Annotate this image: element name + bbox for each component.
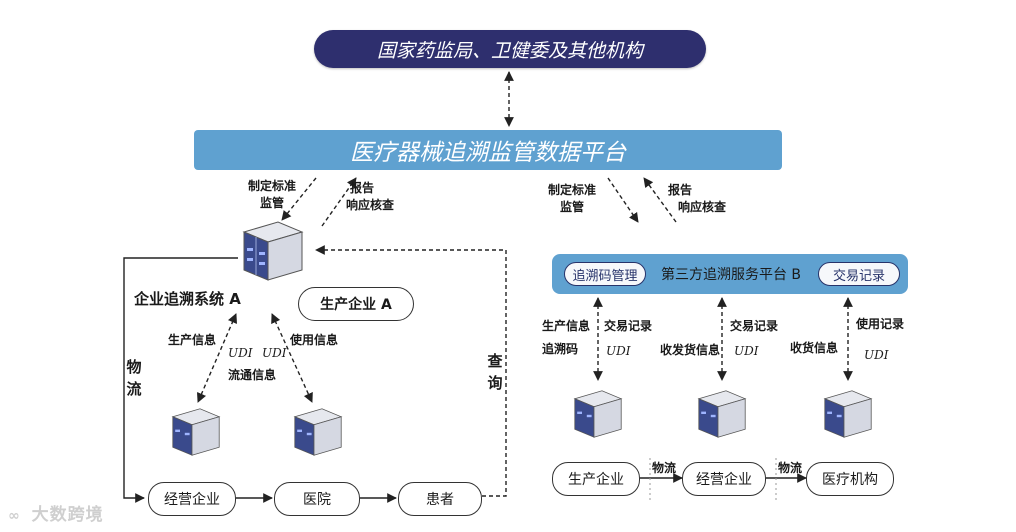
trace-code-management-tag: 追溯码管理 [564,262,646,286]
hospital-server-icon [290,404,346,464]
distributor-b-node: 经营企业 [682,462,766,496]
transaction-record-tag: 交易记录 [818,262,900,286]
authority-banner: 国家药监局、卫健委及其他机构 [314,30,706,68]
right-standard-arrow [607,177,639,223]
producer-node: 生产企业 [552,462,640,496]
logistics-vertical-label: 物流 [126,358,142,398]
watermark-logo: ∞ 大数跨境 [8,505,104,525]
left-standard-label: 制定标准 监管 [248,179,297,210]
circulation-info-label: 流通信息 [228,368,277,382]
distributor-node: 经营企业 [148,482,236,516]
hospital-node: 医院 [274,482,360,516]
left-report-label: 报告 响应核查 [346,181,395,212]
col1-udi: UDI [606,344,631,358]
producer-a-oval: 生产企业 A [298,287,414,321]
third-party-platform-title: 第三方追溯服务平台 B [660,267,802,283]
right-report-arrow [643,177,677,223]
medical-institution-server-icon [820,386,876,446]
distributor-server-icon [168,404,224,464]
logistics-path [123,257,238,503]
col2-udi: UDI [734,344,759,358]
col3-left-label: 收货信息 [790,341,839,355]
left-udi-label-1: UDI [228,346,253,360]
usage-info-label: 使用信息 [290,333,339,347]
authority-banner-label: 国家药监局、卫健委及其他机构 [376,39,643,62]
watermark-icon: ∞ [8,508,21,524]
enterprise-system-title: 企业追溯系统 A [134,290,241,308]
query-path [315,245,507,497]
regulatory-platform-bar: 医疗器械追溯监管数据平台 [194,130,782,170]
patient-node: 患者 [398,482,482,516]
right-report-label: 报告 响应核查 [668,183,727,214]
logistics-label-2: 物流 [778,461,803,475]
medical-institution-node: 医疗机构 [806,462,894,496]
production-info-label: 生产信息 [168,333,217,347]
col1-right-labels: 交易记录 [604,319,653,333]
col3-right-labels: 使用记录 [856,317,905,331]
third-party-platform-bar: 追溯码管理 第三方追溯服务平台 B 交易记录 [552,254,908,294]
enterprise-system-server-icon [238,218,308,288]
left-report-arrow [321,177,357,227]
regulatory-platform-label: 医疗器械追溯监管数据平台 [350,140,626,166]
col1-left-labels: 生产信息 追溯码 [542,319,591,356]
distributor-b-server-icon [694,386,750,446]
left-standard-arrow [281,177,317,221]
system-distributor-link [196,313,238,403]
left-udi-label-2: UDI [262,346,287,360]
col2-left-label: 收发货信息 [660,343,721,357]
col3-udi: UDI [864,348,889,362]
right-standard-label: 制定标准 监管 [548,183,597,214]
logistics-label-1: 物流 [652,461,677,475]
query-vertical-label: 查询 [487,352,503,392]
system-hospital-link [271,313,313,403]
producer-server-icon [570,386,626,446]
col2-right-labels: 交易记录 [730,319,779,333]
